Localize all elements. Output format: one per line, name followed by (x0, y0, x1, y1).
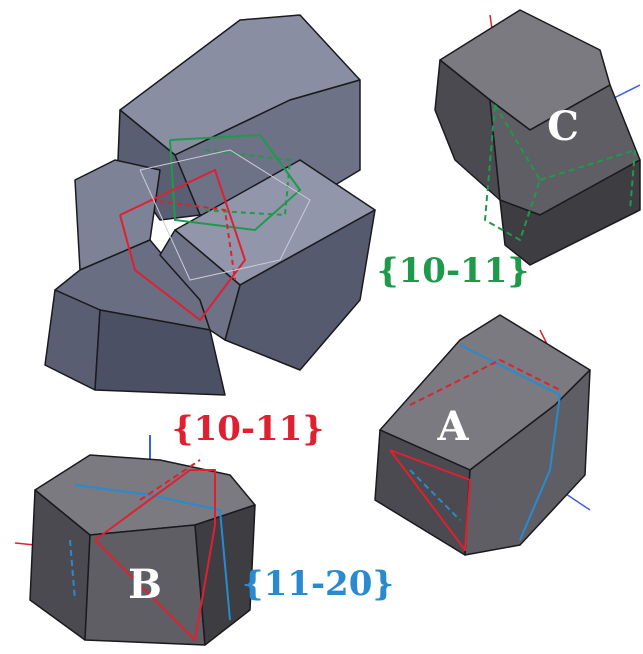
twin-face (74, 159, 161, 271)
crystal-c-label: C (547, 103, 579, 150)
crystal-c (434, 9, 641, 266)
twin-face (94, 309, 226, 396)
crystal-b (14, 435, 256, 646)
twin-face (117, 109, 201, 221)
red-plane-outline (389, 449, 471, 551)
axis-line (14, 542, 36, 546)
crystal-a-label: A (436, 403, 469, 450)
red-plane-outline (119, 168, 247, 322)
crystal-face-bottom (499, 159, 641, 266)
plane-label-red: {10-11} (172, 409, 324, 449)
blue-plane-outline (74, 484, 231, 621)
green-plane-outline (199, 149, 292, 217)
green-plane-outline (169, 133, 302, 232)
blue-plane-outline (459, 344, 561, 541)
cluster-planes (119, 133, 311, 322)
green-plane-outline (484, 104, 541, 241)
blue-plane-outline (69, 539, 76, 601)
twin-cluster (44, 14, 376, 396)
red-plane-outline (139, 459, 201, 501)
plane-label-blue: {11-20} (242, 564, 394, 604)
crystal-a (374, 314, 591, 556)
red-plane-outline (94, 469, 216, 641)
blue-plane-outline (409, 469, 461, 521)
red-plane-outline (409, 359, 561, 406)
crystal-face-right (464, 369, 591, 556)
plane-label-green: {10-11} (377, 251, 529, 291)
crystal-b-label: B (128, 561, 162, 608)
crystal-face-left (434, 59, 501, 201)
green-plane-outline (539, 149, 636, 211)
grey-guide (139, 149, 311, 281)
red-plane-outline (149, 199, 236, 281)
